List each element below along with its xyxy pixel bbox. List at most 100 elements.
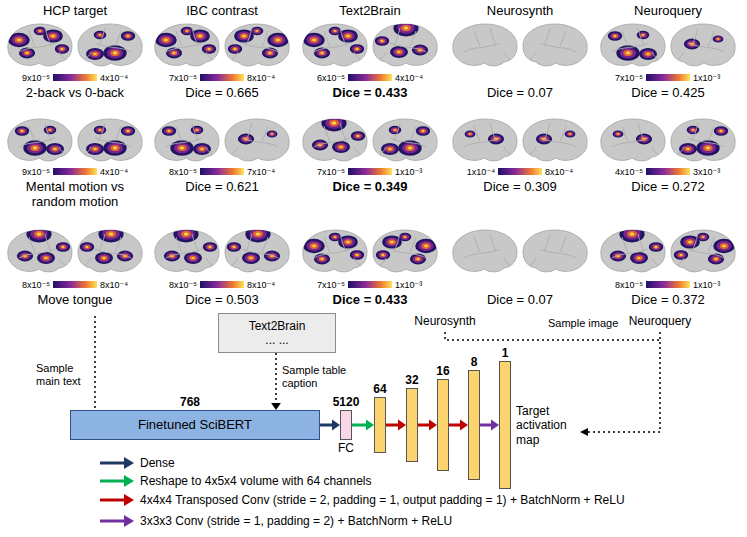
brain-view xyxy=(453,24,517,66)
brain-view xyxy=(523,24,587,66)
brain-view xyxy=(155,119,219,161)
colorbar-tick: 9x10⁻⁵ xyxy=(22,167,50,177)
output-label: Target activation map xyxy=(516,404,578,447)
colorbar-tick: 7x10⁻⁴ xyxy=(247,167,275,177)
brain-view xyxy=(155,24,219,66)
brain-view xyxy=(601,119,665,161)
dice-score: Dice = 0.372 xyxy=(631,293,704,308)
size-label: 8 xyxy=(471,355,478,369)
colorbar-tick: 7x10⁻⁵ xyxy=(317,280,345,290)
brain-view xyxy=(373,20,437,66)
brain-view xyxy=(601,24,665,66)
column-header: Neurosynth xyxy=(487,3,553,18)
flow-note: Sample main text xyxy=(36,362,90,388)
colorbar-tick: 4x10⁻⁵ xyxy=(615,167,643,177)
brain-view xyxy=(303,230,367,272)
column-header: HCP target xyxy=(43,3,107,18)
brain-view xyxy=(601,226,665,272)
colorbar-tick: 4x10⁻⁴ xyxy=(100,167,128,177)
brain-view xyxy=(453,119,517,161)
brain-view xyxy=(78,119,142,161)
arrow-head xyxy=(580,428,588,436)
connector xyxy=(386,419,406,430)
size-label: 5120 xyxy=(333,395,360,409)
size-label: 16 xyxy=(436,364,449,378)
connector xyxy=(320,419,340,430)
colorbar-tick: 8x10⁻⁴ xyxy=(545,167,573,177)
fc-layer: 5120FC xyxy=(340,410,352,440)
brain-view xyxy=(523,119,587,161)
colorbar-tick: 8x10⁻⁵ xyxy=(169,280,197,290)
flow-note: Sample table caption xyxy=(282,364,352,390)
brain-view xyxy=(303,24,367,66)
dice-score: Dice = 0.07 xyxy=(487,86,553,101)
legend-text: Reshape to 4x5x4 volume with 64 channels xyxy=(140,474,371,488)
brain-view xyxy=(303,115,367,161)
brain-view xyxy=(225,24,289,66)
column-header: Text2Brain xyxy=(339,3,400,18)
dice-score: Dice = 0.665 xyxy=(185,86,258,101)
brain-view xyxy=(155,226,219,272)
model-box: Text2Brain... ... xyxy=(218,313,336,353)
node-text: Finetuned SciBERT xyxy=(134,417,256,433)
brain-view xyxy=(8,226,72,272)
colorbar-tick: 8x10⁻⁵ xyxy=(615,280,643,290)
encoder-box: Finetuned SciBERT xyxy=(70,410,320,440)
size-label: 64 xyxy=(373,382,386,396)
legend-arrows xyxy=(100,457,134,527)
contrast-name: Move tongue xyxy=(5,293,145,308)
brain-view xyxy=(78,24,142,66)
layer-name: FC xyxy=(338,441,354,455)
contrast-name: 2-back vs 0-back xyxy=(5,86,145,101)
column-header: Neuroquery xyxy=(634,3,702,18)
source-name: Neuroquery xyxy=(629,314,692,328)
colorbar-tick: 1x10⁻³ xyxy=(395,167,422,177)
colorbar-tick: 8x10⁻⁵ xyxy=(169,167,197,177)
brain-view xyxy=(225,119,289,161)
dice-score: Dice = 0.503 xyxy=(185,293,258,308)
colorbar-tick: 4x10⁻⁴ xyxy=(100,73,128,83)
connector xyxy=(271,353,281,410)
feature-volume: 16 xyxy=(437,379,449,471)
dice-score: Dice = 0.621 xyxy=(185,180,258,195)
colorbar-tick: 4x10⁻⁴ xyxy=(395,73,423,83)
size-label: 32 xyxy=(405,373,418,387)
brain-view xyxy=(225,226,289,272)
feature-volume: 32 xyxy=(406,388,418,462)
colorbar-tick: 7x10⁻⁵ xyxy=(317,167,345,177)
legend-text: Dense xyxy=(140,456,175,470)
dice-score: Dice = 0.309 xyxy=(483,180,556,195)
colorbar-tick: 7x10⁻⁵ xyxy=(615,73,643,83)
connector xyxy=(418,419,437,430)
colorbar-tick: 1x10⁻³ xyxy=(693,280,720,290)
connector xyxy=(480,419,499,430)
colorbar-tick: 1x10⁻⁴ xyxy=(467,167,495,177)
colorbar-tick: 8x10⁻⁴ xyxy=(247,280,275,290)
flow-note: Sample image xyxy=(548,317,618,329)
colorbar-tick: 7x10⁻⁵ xyxy=(169,73,197,83)
dice-score: Dice = 0.433 xyxy=(333,293,408,308)
feature-volume: 64 xyxy=(374,397,386,453)
source-name: Neurosynth xyxy=(414,314,475,328)
connector xyxy=(352,419,374,430)
colorbar-tick: 1x10⁻³ xyxy=(395,280,422,290)
brain-view xyxy=(8,24,72,66)
dice-score: Dice = 0.433 xyxy=(333,86,408,101)
dice-score: Dice = 0.349 xyxy=(333,180,408,195)
feature-volume: 1 xyxy=(499,361,511,489)
node-text: ... ... xyxy=(261,333,292,347)
connector xyxy=(449,419,468,430)
brain-view xyxy=(373,119,437,161)
legend-text: 3x3x3 Conv (stride = 1, padding = 2) + B… xyxy=(140,514,452,528)
brain-view xyxy=(373,230,437,272)
colorbar-tick: 1x10⁻³ xyxy=(693,73,720,83)
brain-view xyxy=(523,230,587,272)
brain-view xyxy=(671,230,735,272)
column-header: IBC contrast xyxy=(186,3,258,18)
colorbar-tick: 3x10⁻³ xyxy=(693,167,720,177)
brain-view xyxy=(8,119,72,161)
colorbar-tick: 8x10⁻⁵ xyxy=(22,280,50,290)
colorbar xyxy=(53,74,690,288)
